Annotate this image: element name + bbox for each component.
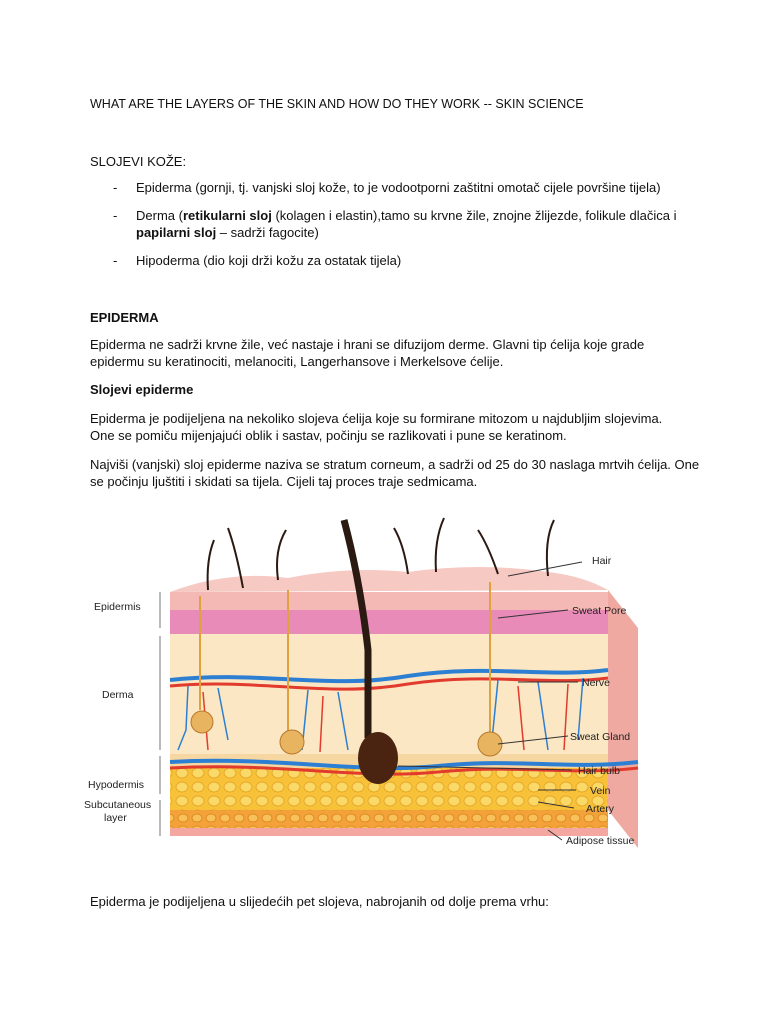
right-leaders (397, 561, 583, 841)
epiderma-heading: EPIDERMA (90, 310, 159, 325)
label-derma: Derma (102, 689, 134, 701)
label-hair-bulb: Hair bulb (578, 765, 620, 777)
label-nerve: Nerve (582, 677, 610, 689)
sweat-glands (190, 582, 503, 757)
bullet-derma-post: – sadrži fagocite) (216, 225, 319, 240)
bottom-band (170, 828, 608, 836)
label-layer: layer (104, 812, 127, 824)
bullet-dash: - (113, 208, 118, 223)
side-face (608, 590, 638, 848)
label-adipose: Adipose tissue (566, 835, 634, 847)
bold-retikularni: retikularni sloj (182, 208, 272, 223)
epidermis-band (170, 610, 608, 634)
vein-lower (169, 758, 639, 771)
subheading-slojevi: Slojevi epiderme (90, 382, 194, 397)
bullet-derma-mid: (kolagen i elastin),tamo su krvne žile, … (271, 208, 677, 223)
label-sweat-pore: Sweat Pore (572, 605, 626, 617)
para3-line2: se počinju ljuštiti i skidati sa tijela.… (90, 474, 478, 489)
label-hair: Hair (592, 555, 612, 567)
bullet-epiderma: Epiderma (gornji, tj. vanjski sloj kože,… (136, 180, 661, 195)
bullet-derma-line2: papilarni sloj – sadrži fagocite) (136, 224, 319, 241)
label-vein: Vein (590, 785, 611, 797)
bullet-dash: - (113, 253, 118, 268)
artery-lower (169, 765, 639, 776)
para3-line1: Najviši (vanjski) sloj epiderme naziva s… (90, 457, 700, 472)
label-sweat-gland: Sweat Gland (570, 731, 630, 743)
page-title: WHAT ARE THE LAYERS OF THE SKIN AND HOW … (90, 97, 584, 111)
label-subcutaneous: Subcutaneous (84, 799, 151, 811)
main-hair-shaft (340, 519, 372, 738)
label-hypodermis: Hypodermis (88, 779, 144, 791)
para1-line2: epidermu su keratinociti, melanociti, La… (90, 354, 504, 369)
hair-bulb-shape (358, 732, 398, 784)
label-artery: Artery (586, 803, 615, 815)
vein-upper (169, 668, 609, 684)
bullet-derma-pre: Derma ( (136, 208, 183, 223)
bullet-derma-line1: Derma (retikularni sloj (kolagen i elast… (136, 207, 676, 224)
closing-text: Epiderma je podijeljena u slijedećih pet… (90, 894, 549, 909)
skin-layers-diagram: Epidermis Derma Hypodermis Subcutaneous … (84, 517, 639, 848)
epidermis-surface (170, 592, 608, 610)
label-epidermis: Epidermis (94, 601, 141, 613)
front-block (170, 592, 608, 836)
bullet-dash: - (113, 180, 118, 195)
artery-upper (169, 676, 609, 691)
layers-heading: SLOJEVI KOŽE: (90, 154, 187, 169)
bullet-hipoderma: Hipoderma (dio koji drži kožu za ostatak… (136, 253, 402, 268)
derma-layer (170, 634, 608, 754)
para1-line1: Epiderma ne sadrži krvne žile, već nasta… (90, 337, 645, 352)
skin-top-surface (170, 567, 608, 592)
para2-line1: Epiderma je podijeljena na nekoliko sloj… (90, 411, 663, 426)
bold-papilarni: papilarni sloj (136, 225, 217, 240)
adipose-front (170, 810, 608, 828)
small-hairs (206, 517, 555, 591)
para2-line2: One se pomiču mijenjajući oblik i sastav… (90, 428, 567, 443)
